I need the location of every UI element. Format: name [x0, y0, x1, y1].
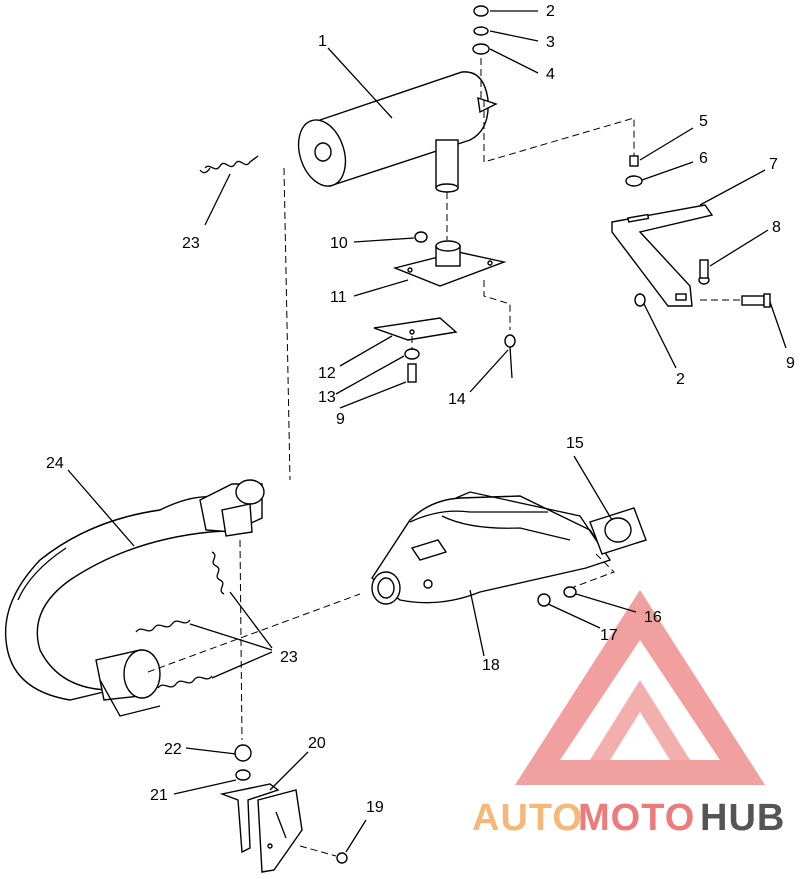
callout-9-right: 9: [786, 355, 795, 372]
callout-20: 20: [308, 735, 326, 752]
muffler-top-hardware: [472, 5, 490, 98]
bracket-hardware: [625, 155, 771, 308]
callout-8: 8: [772, 219, 781, 236]
callout-2-lower: 2: [676, 371, 685, 388]
washer-13: [404, 348, 420, 360]
callout-5: 5: [699, 113, 708, 130]
watermark-auto: AUTO: [472, 797, 583, 839]
leader-manifold-gasket: [565, 553, 615, 591]
callout-1: 1: [318, 33, 327, 50]
springs: [135, 155, 273, 689]
callout-3: 3: [546, 34, 555, 51]
callout-23-top: 23: [182, 235, 200, 252]
watermark-logo: [515, 590, 765, 785]
callout-4: 4: [546, 66, 555, 83]
callout-2: 2: [546, 3, 555, 20]
bolt-9-lower: [407, 363, 417, 383]
callout-14: 14: [448, 391, 466, 408]
callout-leaders: [67, 10, 787, 853]
watermark-moto: MOTO: [578, 797, 695, 839]
callout-11: 11: [330, 289, 347, 306]
callout-22: 22: [164, 741, 182, 758]
leader-14: [483, 280, 511, 330]
mount-plate: [392, 240, 507, 287]
leader-manifold-chamber: [147, 593, 361, 673]
callout-7: 7: [769, 156, 778, 173]
callout-15: 15: [566, 435, 584, 452]
expansion-chamber: [4, 479, 265, 717]
watermark-hub: HUB: [700, 797, 785, 839]
leader-bracket: [483, 100, 635, 163]
muffler: [297, 71, 498, 193]
manifold-gasket: [589, 507, 647, 555]
callout-21: 21: [150, 787, 168, 804]
callout-labels: 1 2 3 4 5 6 7 8 9 10 11 12 13 9 14 2 15 …: [46, 3, 795, 816]
clip-14: [504, 334, 516, 379]
callout-6: 6: [699, 150, 708, 167]
washer-16: [563, 586, 577, 598]
small-bracket: [373, 317, 458, 341]
callout-19: 19: [366, 799, 384, 816]
callout-13: 13: [318, 389, 336, 406]
callout-17: 17: [600, 627, 618, 644]
lower-bracket: [219, 744, 348, 873]
leader-24-top: [283, 167, 291, 481]
callout-23-bottom: 23: [280, 649, 298, 666]
callout-18: 18: [482, 657, 500, 674]
exhaust-manifold: [371, 491, 612, 605]
callout-10: 10: [330, 235, 348, 252]
nut-17: [537, 593, 551, 607]
callout-24: 24: [46, 455, 64, 472]
mount-bracket: [611, 204, 714, 307]
nut-10: [414, 231, 428, 243]
callout-9-lower: 9: [336, 411, 345, 428]
watermark-text: AUTO MOTO HUB: [470, 797, 800, 840]
callout-16: 16: [644, 609, 662, 626]
callout-12: 12: [318, 365, 336, 382]
